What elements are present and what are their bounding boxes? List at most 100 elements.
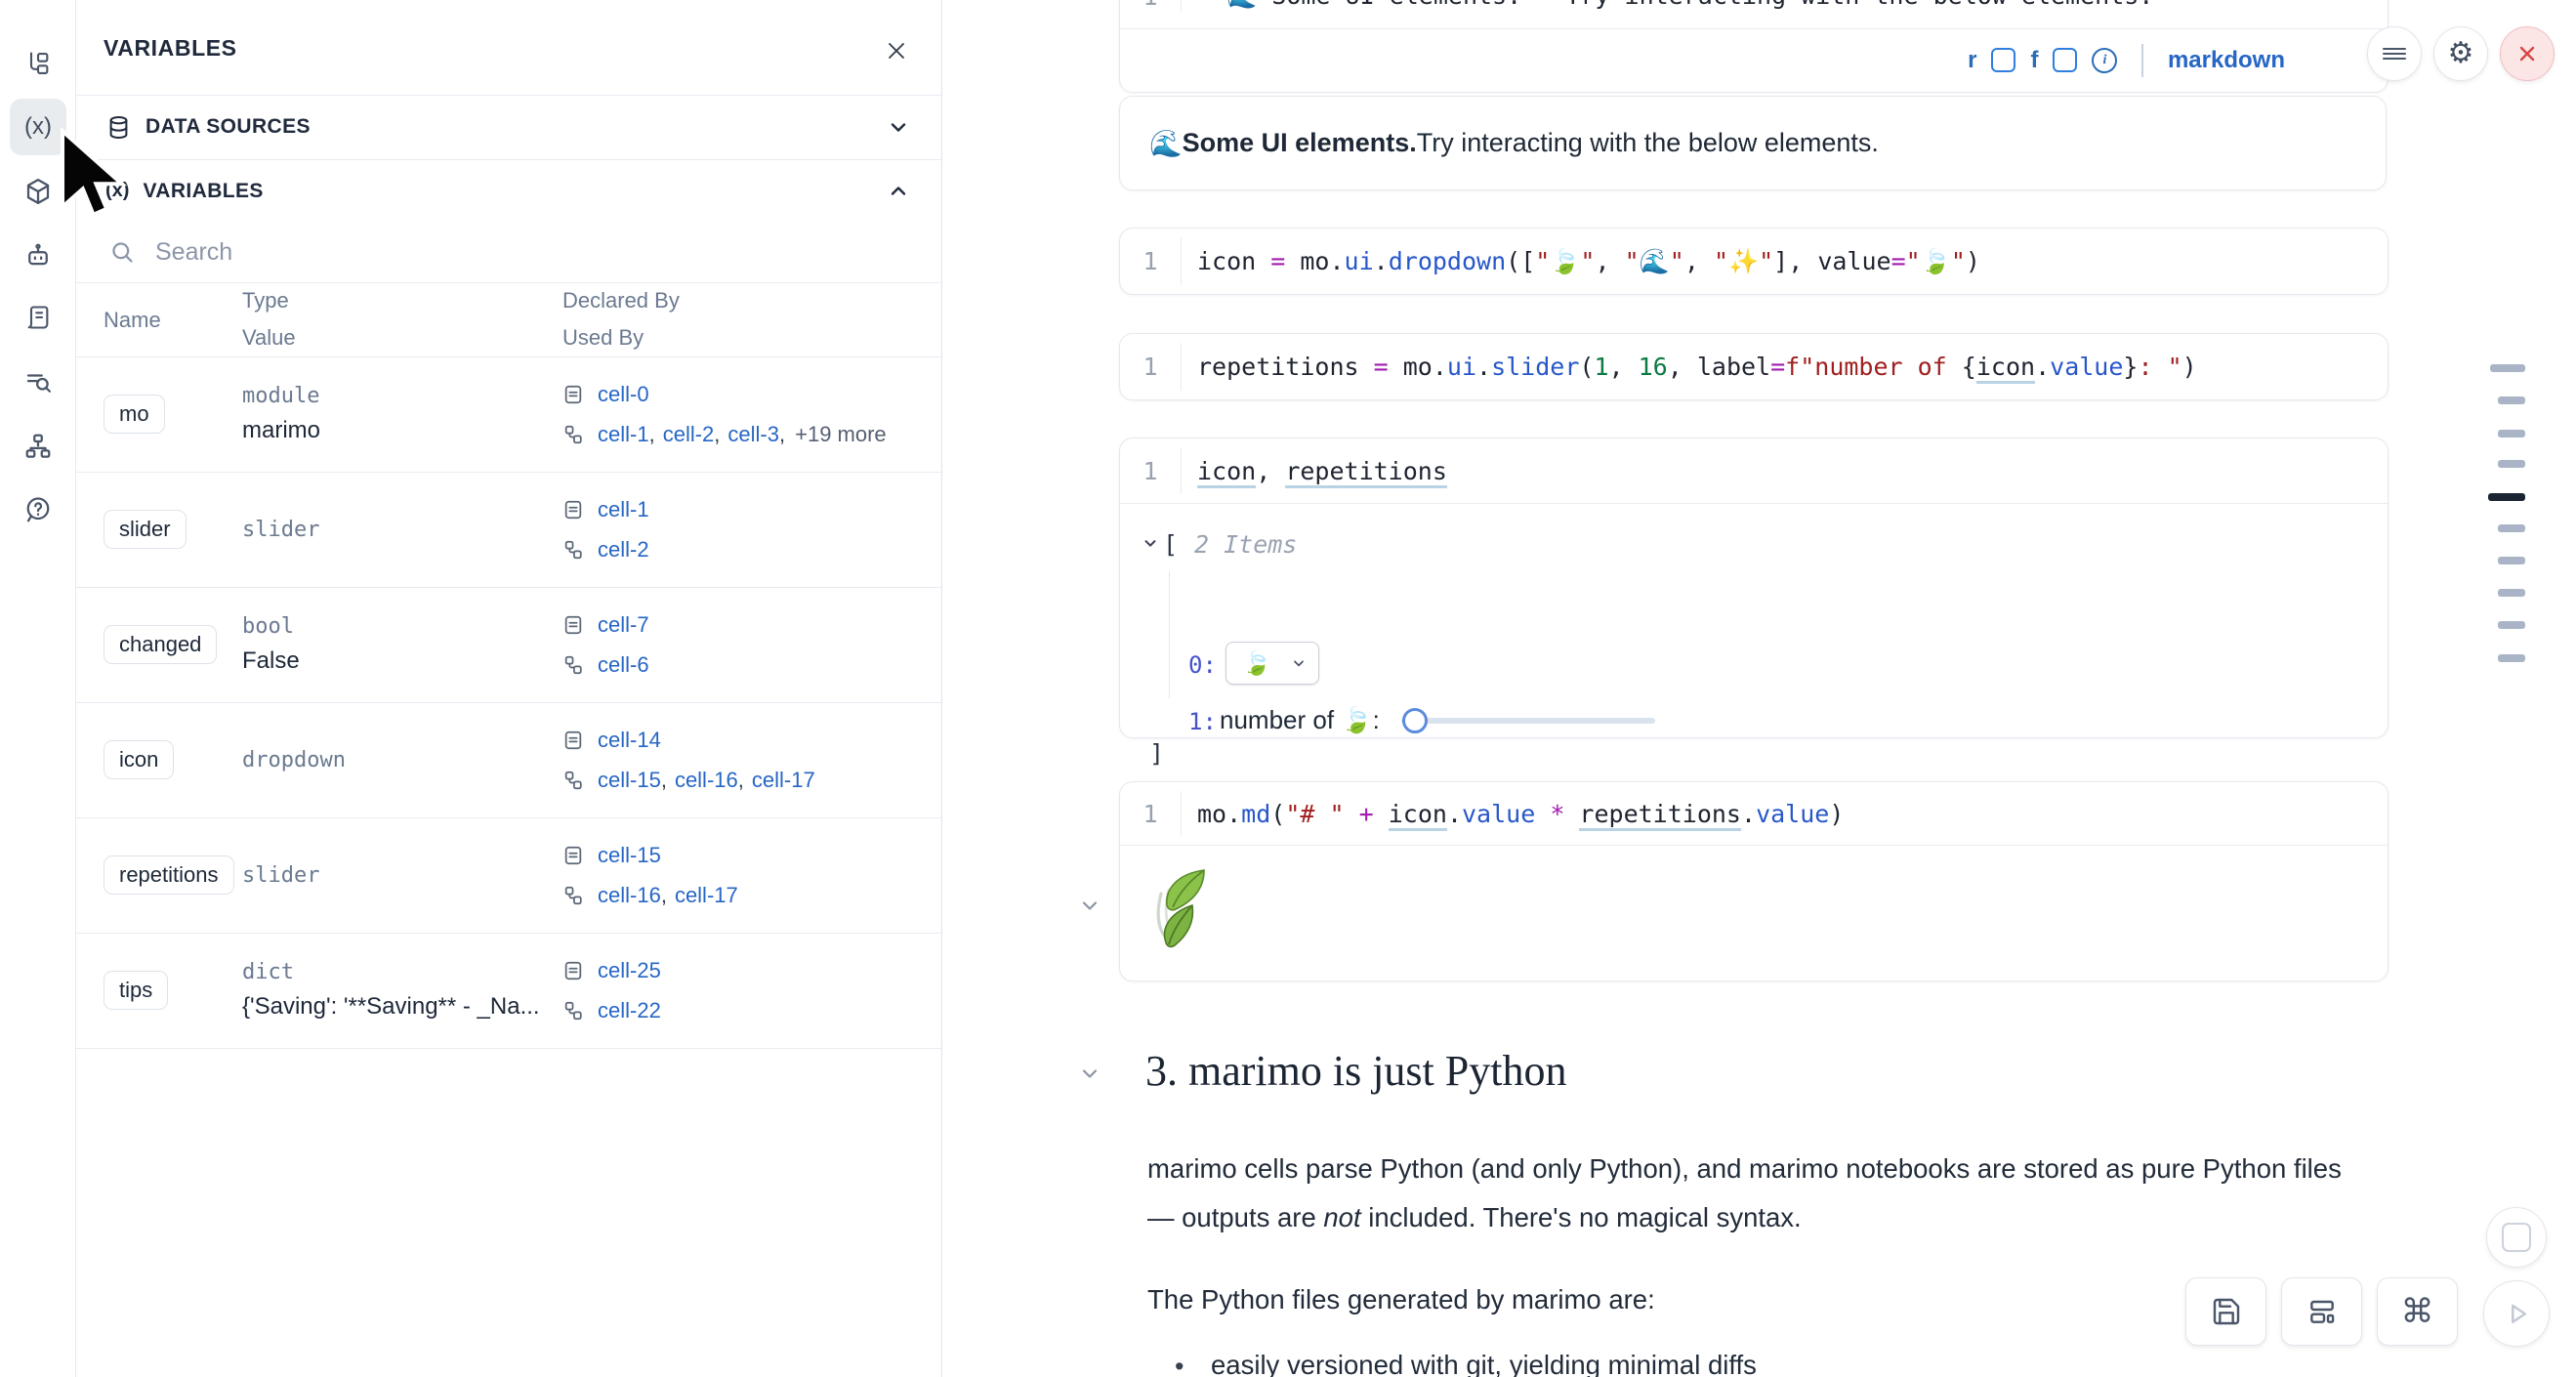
code-token: mo	[1197, 799, 1227, 828]
checkbox[interactable]	[2053, 48, 2078, 72]
code-cell-with-output[interactable]: 1 icon, repetitions [ 2 Items 0: 🍃 1: nu…	[1119, 438, 2389, 768]
cell-link[interactable]: cell-2	[662, 421, 715, 446]
code-token: md	[1241, 799, 1271, 828]
package-cube-icon[interactable]	[10, 163, 66, 220]
section-data-sources[interactable]: DATA SOURCES	[76, 95, 941, 159]
variable-name-chip[interactable]: mo	[104, 395, 165, 434]
dropdown-widget[interactable]: 🍃	[1226, 642, 1319, 685]
minimap-marker[interactable]	[2498, 621, 2525, 629]
minimap-marker[interactable]	[2498, 430, 2525, 438]
ai-robot-icon[interactable]	[10, 228, 66, 284]
cell-link[interactable]: cell-17	[674, 882, 738, 907]
info-icon[interactable]: i	[2092, 47, 2118, 73]
stop-button[interactable]	[2486, 1207, 2547, 1268]
cell-link[interactable]: cell-15	[598, 767, 661, 792]
layout-button[interactable]	[2281, 1277, 2362, 1346]
minimap-marker[interactable]	[2498, 654, 2525, 662]
menu-button[interactable]	[2367, 26, 2422, 81]
close-icon[interactable]	[881, 35, 912, 66]
cell-link[interactable]: cell-14	[598, 727, 661, 752]
cell-link[interactable]: cell-0	[598, 381, 649, 406]
minimap-marker-active[interactable]	[2488, 493, 2525, 501]
cell-link[interactable]: cell-1	[598, 421, 649, 446]
variable-type: dropdown	[242, 747, 346, 772]
run-button[interactable]	[2483, 1280, 2550, 1347]
cell-link[interactable]: cell-15	[598, 842, 661, 867]
dependency-graph-icon[interactable]	[10, 418, 66, 475]
code-token: icon	[1197, 246, 1257, 275]
cell-icon	[564, 385, 582, 403]
language-label[interactable]: markdown	[2167, 46, 2285, 73]
checkbox[interactable]	[1991, 48, 2016, 72]
cell-link[interactable]: cell-16	[598, 882, 661, 907]
code-line[interactable]: **🌊 Some UI elements.** Try interacting …	[1182, 0, 2153, 11]
variables-icon[interactable]: (x)	[10, 99, 66, 155]
cell-link[interactable]: cell-17	[751, 767, 815, 792]
variable-name-chip[interactable]: icon	[104, 740, 175, 779]
cell-link[interactable]: cell-25	[598, 957, 661, 982]
cell-link[interactable]: cell-7	[598, 611, 649, 637]
code-cell-dropdown[interactable]: 1 icon = mo.ui.dropdown(["🍃", "🌊", "✨"],…	[1119, 228, 2389, 295]
code-token: "🍃"	[1535, 246, 1596, 275]
file-tree-icon[interactable]	[10, 35, 66, 92]
variable-name-chip[interactable]: changed	[104, 625, 218, 664]
search-list-icon[interactable]	[10, 355, 66, 411]
code-cell-slider[interactable]: 1 repetitions = mo.ui.slider(1, 16, labe…	[1119, 333, 2389, 400]
code-token: (	[1270, 799, 1286, 828]
code-line[interactable]: icon, repetitions	[1182, 456, 1447, 488]
table-header: Name Type Value Declared By Used By	[76, 282, 941, 356]
close-x-icon	[2519, 46, 2535, 62]
cell-link[interactable]: cell-22	[598, 997, 661, 1022]
shutdown-button[interactable]	[2500, 26, 2555, 81]
code-line[interactable]: repetitions = mo.ui.slider(1, 16, label=…	[1182, 353, 2197, 384]
scroll-logs-icon[interactable]	[10, 289, 66, 346]
chevron-down-icon[interactable]	[1078, 1062, 1101, 1090]
code-token: {	[1961, 353, 1976, 381]
cell-link[interactable]: cell-16	[674, 767, 738, 792]
cell-link[interactable]: cell-1	[598, 496, 649, 522]
minimap-marker[interactable]	[2498, 589, 2525, 597]
code-line[interactable]: mo.md("# " + icon.value * repetitions.va…	[1182, 799, 1845, 831]
chevron-down-icon[interactable]	[1078, 894, 1101, 922]
code-line[interactable]: icon = mo.ui.dropdown(["🍃", "🌊", "✨"], v…	[1182, 247, 1980, 276]
cell-link[interactable]: cell-2	[598, 536, 649, 562]
cell-link[interactable]: cell-6	[598, 651, 649, 677]
minimap-marker[interactable]	[2498, 524, 2525, 532]
variable-name-chip[interactable]: tips	[104, 971, 169, 1010]
help-icon[interactable]	[10, 481, 66, 538]
chevron-down-icon	[887, 115, 910, 139]
slider-track[interactable]	[1401, 718, 1655, 724]
save-button[interactable]	[2185, 1277, 2266, 1346]
cell-ref-line: cell-15	[562, 842, 738, 869]
separator: ,	[660, 767, 667, 792]
minimap-marker[interactable]	[2498, 460, 2525, 468]
section-variables[interactable]: (x) VARIABLES	[76, 159, 941, 223]
minimap-marker[interactable]	[2490, 364, 2525, 372]
code-token: *	[1535, 799, 1580, 828]
minimap-marker[interactable]	[2498, 396, 2525, 404]
code-cell-md[interactable]: 1 mo.md("# " + icon.value * repetitions.…	[1119, 781, 2389, 981]
line-number: 1	[1120, 343, 1182, 391]
code-token: ([	[1506, 246, 1536, 275]
separator: ,	[737, 767, 744, 792]
cell-ref-line: cell-15,cell-16,cell-17	[562, 767, 815, 794]
cell-link[interactable]: cell-3	[727, 421, 779, 446]
shortcuts-button[interactable]: ⌘	[2377, 1277, 2458, 1346]
code-token: )	[1829, 799, 1845, 828]
variable-name-chip[interactable]: repetitions	[104, 855, 234, 895]
minimap-marker[interactable]	[2498, 557, 2525, 564]
variable-name-chip[interactable]: slider	[104, 510, 187, 549]
slider-thumb[interactable]	[1402, 708, 1428, 733]
cell-ref-line: cell-22	[562, 997, 661, 1024]
chevron-down-icon[interactable]	[1142, 534, 1159, 557]
markdown-editor-cell[interactable]: 1 **🌊 Some UI elements.** Try interactin…	[1119, 0, 2389, 93]
settings-button[interactable]: ⚙	[2433, 26, 2488, 81]
cell-ref-line: cell-16,cell-17	[562, 882, 738, 909]
search-input[interactable]	[153, 237, 782, 268]
